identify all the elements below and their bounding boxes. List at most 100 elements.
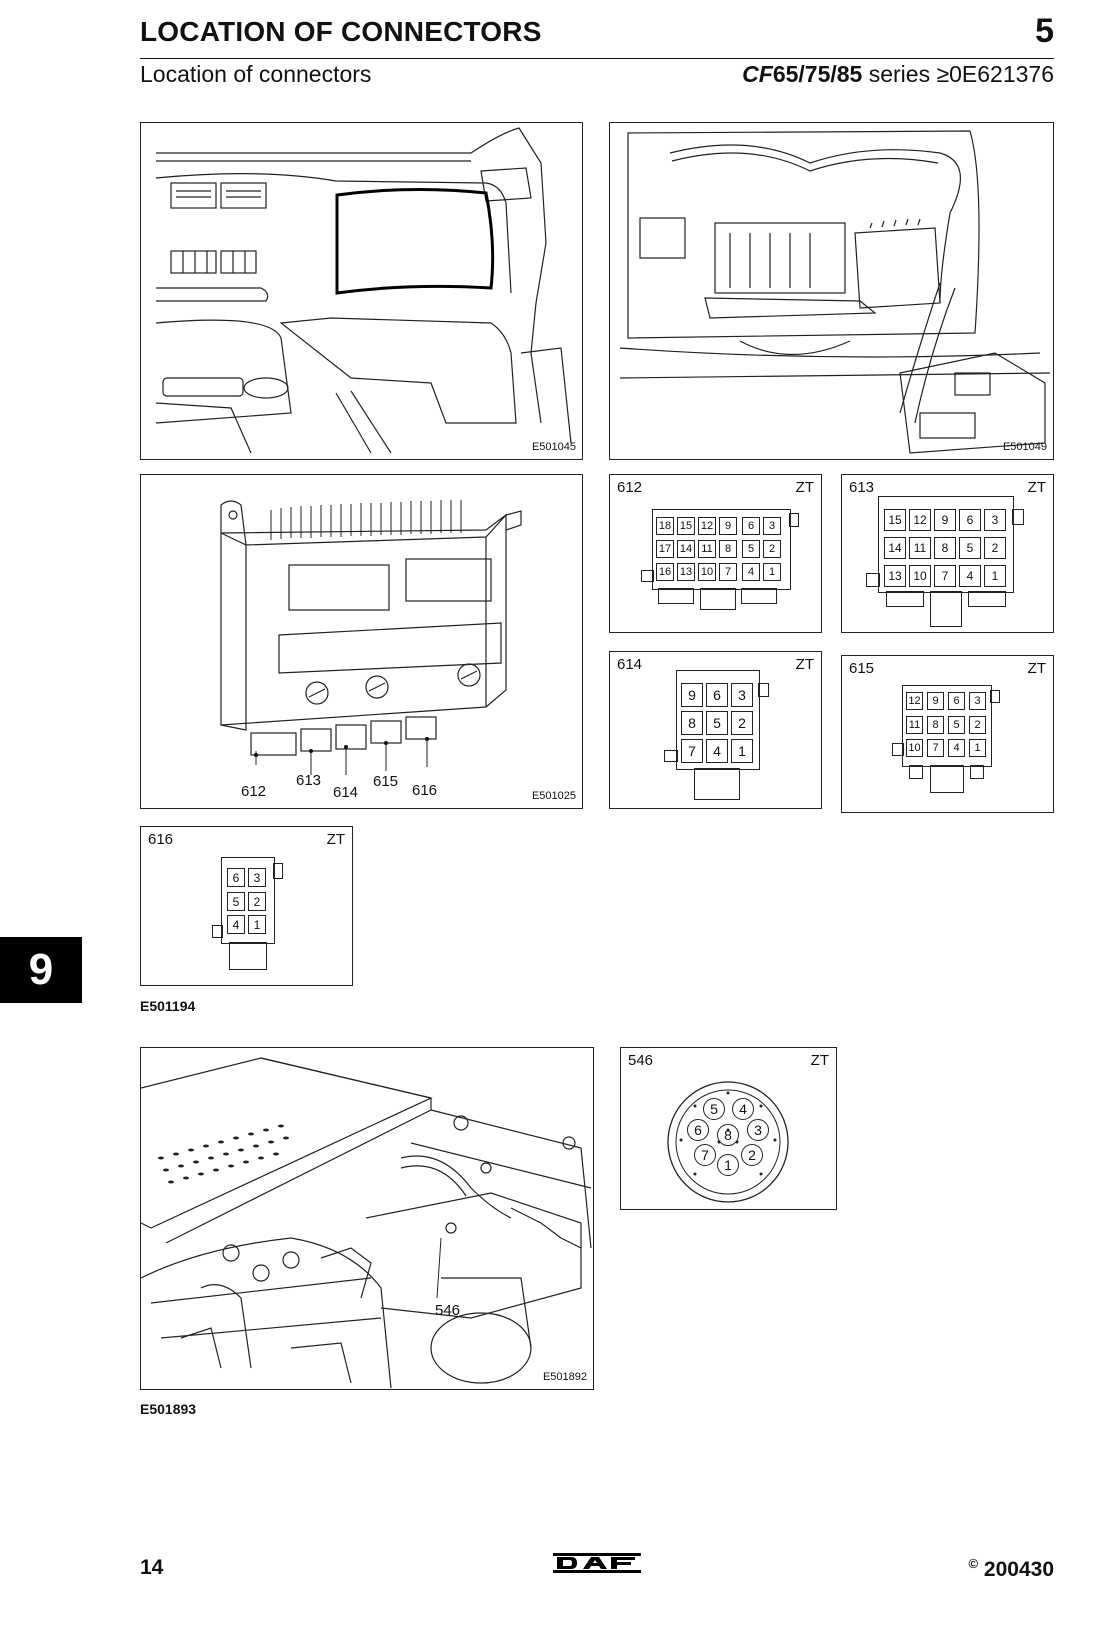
figure-caption: E501893 — [140, 1401, 197, 1417]
connector-type: ZT — [795, 656, 814, 673]
pin: 8 — [927, 716, 944, 734]
pin: 6 — [706, 683, 728, 707]
pin: 5 — [703, 1098, 725, 1120]
pin: 5 — [227, 892, 245, 911]
foot — [968, 591, 1006, 607]
pin: 3 — [747, 1119, 769, 1141]
pin: 1 — [248, 915, 266, 934]
page-number: 14 — [140, 1556, 164, 1579]
pin: 12 — [906, 692, 923, 710]
foot — [694, 768, 740, 800]
latch — [892, 743, 904, 756]
copyright-code: 200430 — [983, 1558, 1054, 1581]
page-title: LOCATION OF CONNECTORS — [140, 16, 542, 47]
pin: 10 — [909, 565, 931, 587]
pin: 4 — [732, 1098, 754, 1120]
ecu-label-614: 614 — [333, 784, 359, 801]
series-code: 0E621376 — [949, 61, 1054, 87]
pin: 11 — [909, 537, 931, 559]
connector-614-housing — [676, 670, 760, 770]
series-info: CF65/75/85 series ≥0E621376 — [742, 61, 1054, 88]
pin: 7 — [694, 1144, 716, 1166]
pin: 6 — [948, 692, 965, 710]
ecu-label-615: 615 — [373, 773, 399, 790]
pin: 3 — [984, 509, 1006, 531]
pin: 1 — [763, 563, 781, 581]
pin: 3 — [969, 692, 986, 710]
dashboard-drawing — [155, 127, 572, 454]
foot — [229, 942, 267, 970]
latch — [212, 925, 223, 938]
transmission-drawing — [141, 1057, 592, 1389]
daf-logo-mark — [553, 1553, 641, 1573]
latch — [1012, 509, 1024, 525]
pin: 1 — [717, 1154, 739, 1176]
latch — [789, 513, 799, 527]
pin: 12 — [909, 509, 931, 531]
copyright: © 200430 — [968, 1556, 1054, 1582]
pin: 14 — [884, 537, 906, 559]
pin: 4 — [742, 563, 760, 581]
foot — [700, 588, 736, 610]
figure-code: E501892 — [542, 1371, 587, 1383]
pin: 1 — [969, 739, 986, 757]
figure-code: E501025 — [531, 790, 576, 802]
latch — [866, 573, 880, 587]
series-numbers: 65/75/85 — [772, 61, 863, 87]
latch — [641, 570, 654, 582]
series-model: CF — [742, 61, 773, 87]
ecu-label-616: 616 — [412, 782, 438, 799]
harness-drawing — [619, 130, 1051, 454]
latch — [664, 750, 678, 762]
connector-id: 612 — [617, 479, 643, 496]
latch — [990, 690, 1000, 703]
ecu-drawing — [220, 500, 522, 775]
pin: 4 — [948, 739, 965, 757]
foot — [930, 591, 962, 627]
pin: 3 — [731, 683, 753, 707]
pin: 7 — [927, 739, 944, 757]
section-tab: 9 — [0, 937, 82, 1003]
latch — [758, 683, 769, 697]
foot — [970, 765, 984, 779]
pin: 7 — [934, 565, 956, 587]
chapter-number: 5 — [1035, 12, 1054, 50]
pin: 2 — [248, 892, 266, 911]
pin: 10 — [906, 739, 923, 757]
pin: 1 — [984, 565, 1006, 587]
pin: 3 — [248, 868, 266, 887]
pin: 11 — [906, 716, 923, 734]
pin: 4 — [959, 565, 981, 587]
series-word: series — [868, 61, 931, 87]
pin: 5 — [948, 716, 965, 734]
connector-616-housing — [221, 857, 275, 944]
page-subtitle: Location of connectors — [140, 61, 372, 87]
pin: 2 — [741, 1144, 763, 1166]
connector-613-panel: 613 ZT 15 12 9 6 3 14 11 8 5 2 13 10 7 4… — [841, 474, 1054, 633]
pin: 6 — [959, 509, 981, 531]
figure-code: E501049 — [1002, 441, 1047, 453]
series-symbol: ≥ — [936, 61, 950, 87]
connector-type: ZT — [1027, 660, 1046, 677]
foot — [886, 591, 924, 607]
pin: 9 — [927, 692, 944, 710]
pin: 5 — [706, 711, 728, 735]
connector-id: 546 — [628, 1052, 654, 1069]
connector-612-panel: 612 ZT 18 15 12 9 6 3 17 14 11 8 5 2 16 … — [609, 474, 822, 633]
pin: 6 — [742, 517, 760, 535]
transmission-figure: 546 E501892 — [140, 1047, 594, 1390]
connector-type: ZT — [795, 479, 814, 496]
connector-id: 615 — [849, 660, 875, 677]
pin: 8 — [717, 1124, 739, 1146]
header-rule — [140, 58, 1054, 59]
daf-logo — [553, 1550, 641, 1576]
figure-caption: E501194 — [140, 998, 196, 1014]
pin: 2 — [969, 716, 986, 734]
foot — [930, 765, 964, 793]
pin: 14 — [677, 540, 695, 558]
connector-615-housing — [902, 685, 992, 767]
pin: 5 — [959, 537, 981, 559]
ecu-label-612: 612 — [241, 783, 267, 800]
pin: 7 — [681, 739, 703, 763]
pin: 2 — [731, 711, 753, 735]
